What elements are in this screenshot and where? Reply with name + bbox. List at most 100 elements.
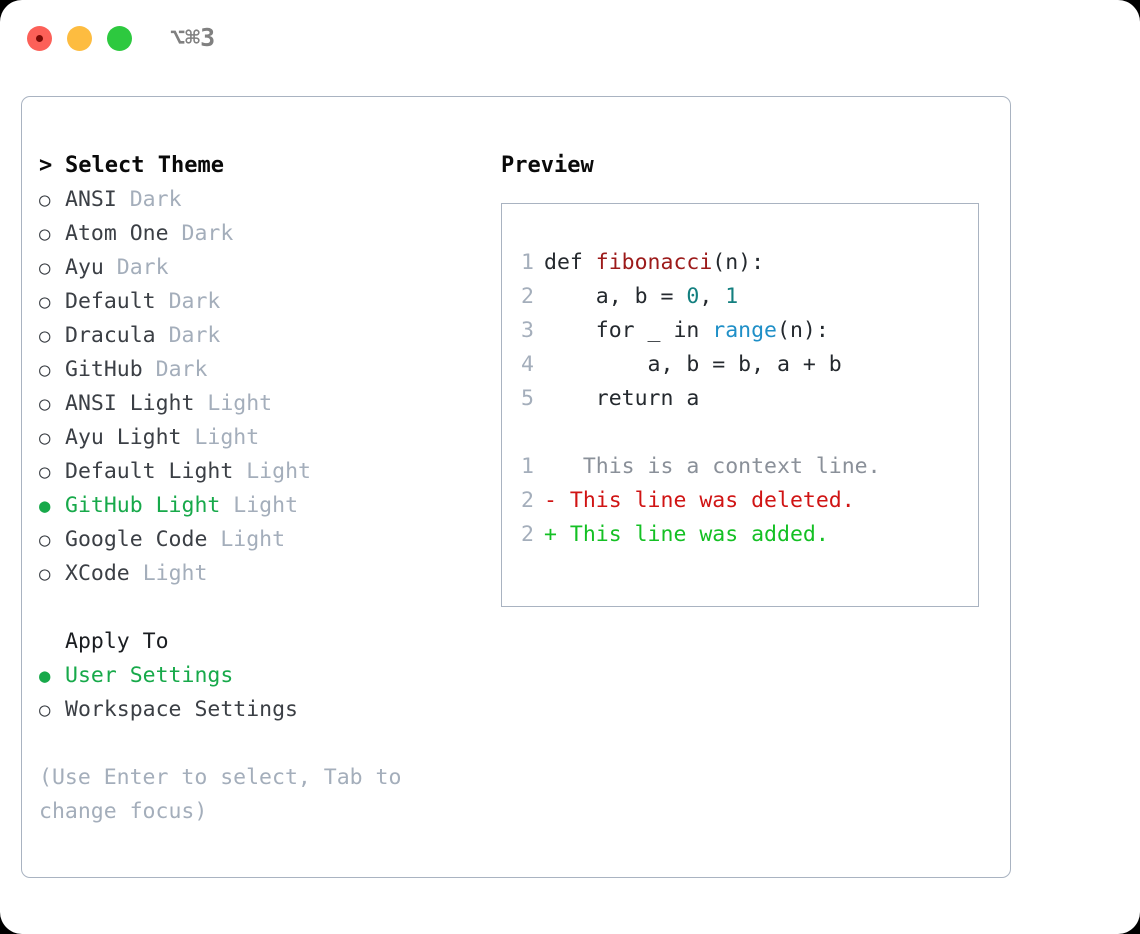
diff-text: This line was added.	[556, 522, 829, 547]
minimize-window-button[interactable]	[67, 26, 92, 51]
radio-unselected-icon: ○	[39, 359, 51, 381]
code-token: (n):	[712, 250, 765, 275]
code-token: a, b =	[544, 284, 687, 309]
theme-option-label: Default	[65, 289, 156, 314]
theme-option-label: Ayu	[65, 255, 104, 280]
theme-option-label: Ayu Light	[65, 425, 182, 450]
prompt-caret-icon: >	[39, 153, 53, 178]
theme-option-ayu-light[interactable]: ○ Ayu Light Light	[39, 421, 469, 455]
line-number: 2	[521, 488, 534, 513]
line-number: 3	[521, 318, 534, 343]
theme-option-default[interactable]: ○ Default Dark	[39, 285, 469, 319]
radio-selected-icon: ●	[39, 665, 51, 687]
radio-unselected-icon: ○	[39, 291, 51, 313]
radio-unselected-icon: ○	[39, 427, 51, 449]
apply-to-option-label: User Settings	[65, 663, 234, 688]
code-line: 2 a, b = 0, 1	[520, 280, 972, 314]
diff-text: This line was deleted.	[556, 488, 855, 513]
theme-option-label: ANSI Light	[65, 391, 195, 416]
theme-variant-label: Dark	[155, 357, 208, 382]
keyboard-hint: (Use Enter to select, Tab to change focu…	[39, 765, 402, 824]
code-token: for _ in	[544, 318, 713, 343]
diff-sample: 1 This is a context line.2- This line wa…	[520, 450, 972, 552]
radio-selected-icon: ●	[39, 495, 51, 517]
keyboard-shortcut-label: ⌥⌘3	[170, 23, 216, 52]
diff-marker: -	[544, 488, 557, 513]
maximize-window-button[interactable]	[107, 26, 132, 51]
diff-marker: +	[544, 522, 557, 547]
theme-option-github-light[interactable]: ● GitHub Light Light	[39, 489, 469, 523]
apply-to-option-label: Workspace Settings	[65, 697, 298, 722]
line-number: 2	[521, 284, 534, 309]
theme-variant-label: Dark	[168, 323, 221, 348]
radio-unselected-icon: ○	[39, 223, 51, 245]
theme-variant-label: Light	[220, 527, 286, 552]
theme-option-label: Google Code	[65, 527, 208, 552]
title-bar: ⌥⌘3	[0, 0, 1140, 78]
code-token: (n):	[777, 318, 829, 343]
hint-spacer	[39, 727, 469, 761]
theme-option-github[interactable]: ○ GitHub Dark	[39, 353, 469, 387]
code-line: 4 a, b = b, a + b	[520, 348, 972, 382]
diff-line: 2 + This line was added.	[520, 518, 972, 552]
theme-variant-label: Light	[207, 391, 273, 416]
theme-option-ansi-light[interactable]: ○ ANSI Light Light	[39, 387, 469, 421]
theme-option-label: Dracula	[65, 323, 156, 348]
code-diff-gap	[520, 416, 972, 450]
theme-variant-label: Light	[246, 459, 311, 484]
code-line: 5 return a	[520, 382, 972, 416]
theme-variant-label: Dark	[129, 187, 182, 212]
radio-unselected-icon: ○	[39, 189, 51, 211]
apply-to-list: ● User Settings ○ Workspace Settings	[39, 659, 469, 727]
theme-variant-label: Dark	[168, 289, 221, 314]
line-number: 4	[521, 352, 534, 377]
theme-option-label: GitHub Light	[65, 493, 221, 518]
theme-option-default-light[interactable]: ○ Default Light Light	[39, 455, 469, 489]
apply-to-option-user-settings[interactable]: ● User Settings	[39, 659, 469, 693]
theme-variant-label: Dark	[181, 221, 234, 246]
line-number: 5	[521, 386, 534, 411]
code-token: fibonacci	[595, 250, 713, 275]
theme-option-xcode[interactable]: ○ XCode Light	[39, 557, 469, 591]
theme-option-label: GitHub	[65, 357, 143, 382]
code-token: return a	[544, 386, 700, 411]
theme-variant-label: Light	[142, 561, 208, 586]
line-number: 2	[521, 522, 534, 547]
apply-to-header: Apply To	[65, 629, 169, 654]
theme-option-label: Default Light	[65, 459, 234, 484]
close-icon	[36, 35, 43, 42]
theme-picker-header: > Select Theme	[39, 149, 469, 183]
radio-unselected-icon: ○	[39, 393, 51, 415]
code-token: a, b = b, a + b	[544, 352, 842, 377]
section-spacer	[39, 591, 469, 625]
theme-option-label: XCode	[65, 561, 130, 586]
theme-option-label: Atom One	[65, 221, 169, 246]
page-title: Select Theme	[65, 153, 224, 178]
theme-variant-label: Light	[233, 493, 299, 518]
diff-text: This is a context line.	[556, 454, 881, 479]
radio-unselected-icon: ○	[39, 461, 51, 483]
radio-unselected-icon: ○	[39, 529, 51, 551]
close-window-button[interactable]	[27, 26, 52, 51]
code-token: def	[544, 250, 596, 275]
radio-unselected-icon: ○	[39, 257, 51, 279]
code-token: 1	[725, 284, 739, 309]
theme-option-atom-one[interactable]: ○ Atom One Dark	[39, 217, 469, 251]
theme-variant-label: Light	[194, 425, 260, 450]
radio-unselected-icon: ○	[39, 563, 51, 585]
code-token: ,	[699, 284, 726, 309]
code-line: 3 for _ in range(n):	[520, 314, 972, 348]
theme-option-ansi[interactable]: ○ANSI Dark	[39, 183, 469, 217]
radio-unselected-icon: ○	[39, 699, 51, 721]
diff-line: 2- This line was deleted.	[520, 484, 972, 518]
theme-option-dracula[interactable]: ○Dracula Dark	[39, 319, 469, 353]
preview-title: Preview	[501, 153, 594, 178]
theme-option-ayu[interactable]: ○Ayu Dark	[39, 251, 469, 285]
theme-option-google-code[interactable]: ○ Google Code Light	[39, 523, 469, 557]
apply-to-option-workspace-settings[interactable]: ○ Workspace Settings	[39, 693, 469, 727]
code-token: 0	[686, 284, 700, 309]
